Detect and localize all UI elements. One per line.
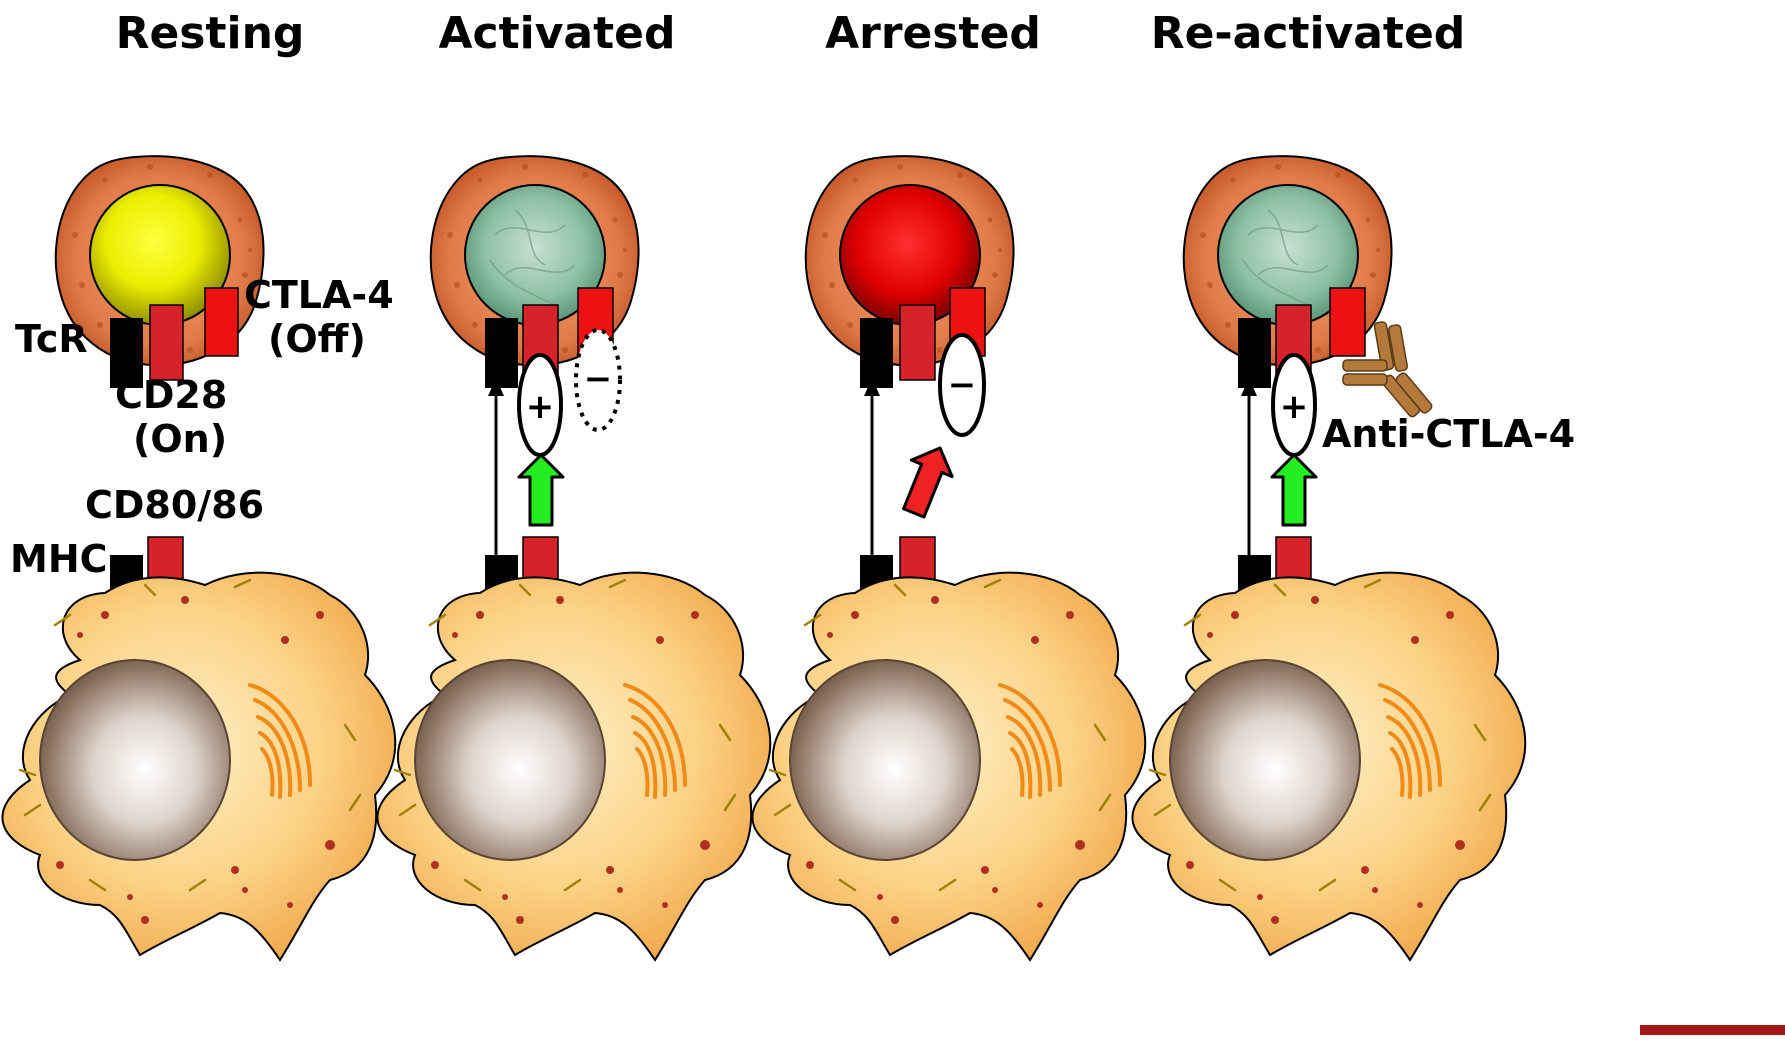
cd28-label: CD28 (115, 373, 227, 417)
tcr-receptor (485, 318, 518, 388)
panel-title: Re-activated (1151, 8, 1466, 59)
panel-resting: Resting TcR CTLA-4 (Off) CD28 (On) CD80/… (2, 8, 395, 960)
panel-activated: Activated + − (377, 8, 770, 960)
apc-cell (1132, 573, 1525, 960)
anti-ctla4-label: Anti-CTLA-4 (1322, 412, 1575, 456)
minus-sign: − (584, 359, 613, 399)
panel-arrested: Arrested − (752, 8, 1145, 960)
tcr-label: TcR (15, 317, 88, 361)
apc-cell (2, 573, 395, 960)
plus-sign: + (1280, 387, 1309, 427)
cd28-receptor (150, 305, 183, 380)
footer-bar (1640, 1025, 1785, 1035)
cd28-state-label: (On) (133, 417, 227, 461)
panel-title: Activated (439, 8, 676, 59)
apc-cell (377, 573, 770, 960)
ctla4-receptor (1330, 288, 1365, 356)
tcr-receptor (860, 318, 893, 388)
cd80-86-label: CD80/86 (85, 483, 264, 527)
green-arrow (1272, 455, 1316, 525)
red-arrow (893, 440, 960, 521)
minus-sign: − (948, 365, 977, 405)
plus-sign: + (526, 387, 555, 427)
ctla4-label: CTLA-4 (244, 273, 394, 317)
green-arrow (519, 455, 563, 525)
apc-cell (752, 573, 1145, 960)
tcr-receptor (1238, 318, 1271, 388)
panel-re-activated: Re-activated Anti-CTLA-4 + (1132, 8, 1575, 960)
panel-title: Arrested (825, 8, 1041, 59)
panel-title: Resting (116, 8, 305, 59)
cd28-receptor (900, 305, 935, 380)
ctla4-receptor (205, 288, 238, 356)
ctla4-state-label: (Off) (268, 317, 366, 361)
mhc-label: MHC (10, 537, 108, 581)
